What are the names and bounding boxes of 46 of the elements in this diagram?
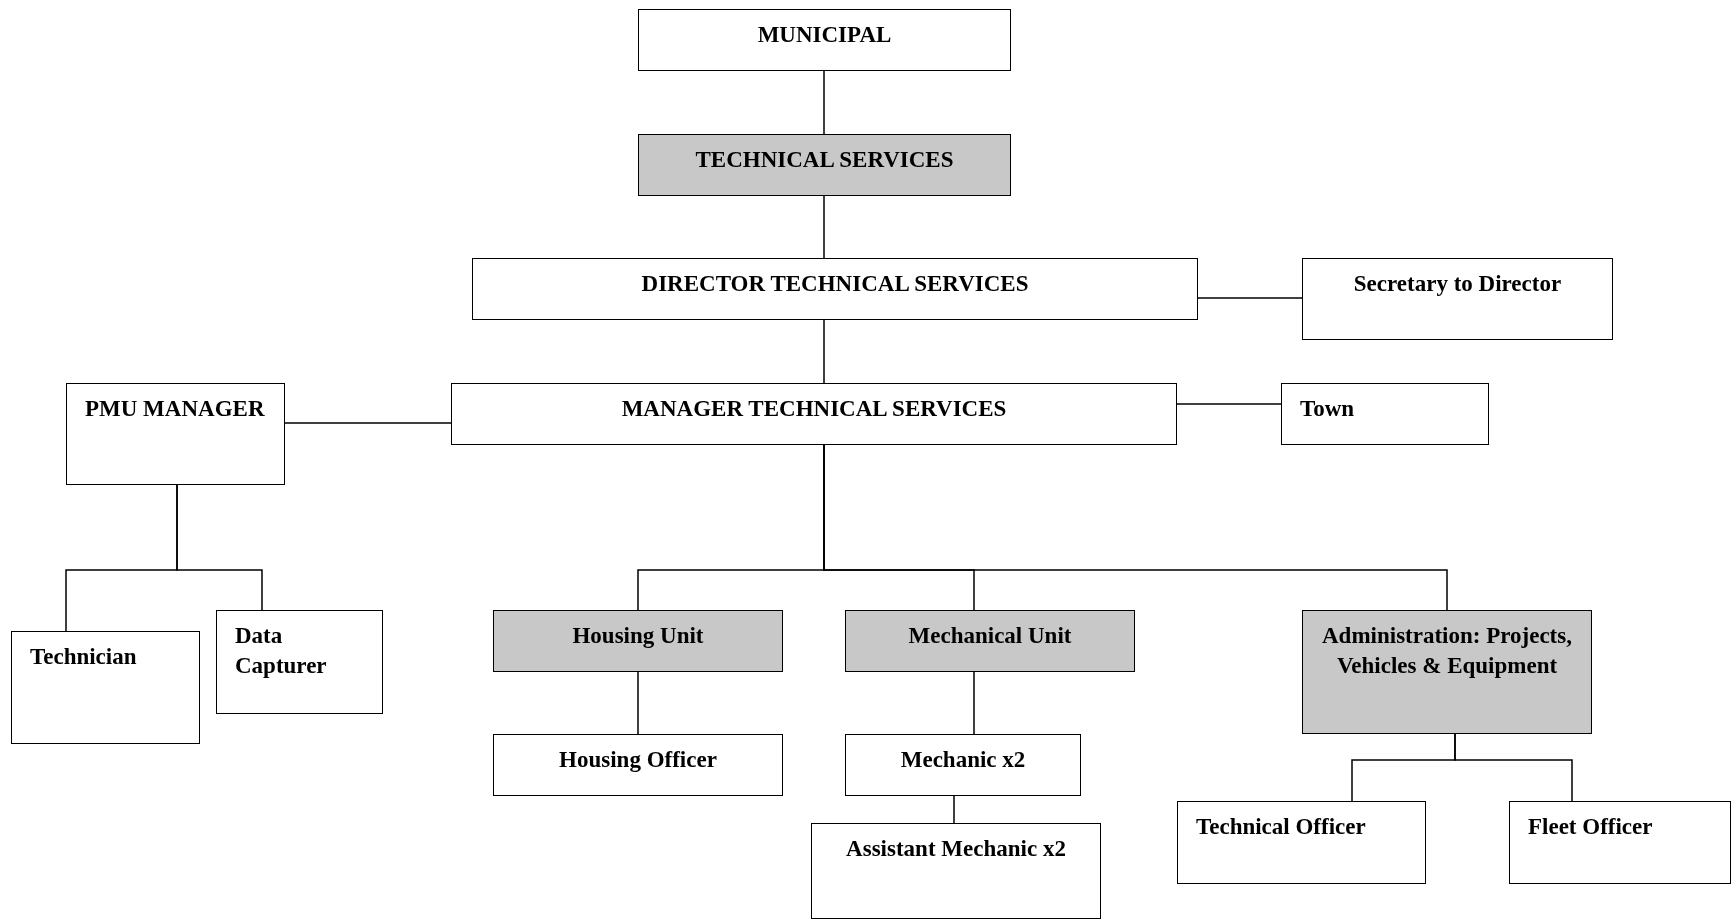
- position-box: [1177, 801, 1426, 884]
- unit-box: [1302, 610, 1592, 734]
- position-title: Secretary to Director: [1352, 270, 1563, 298]
- connector-line: [176, 484, 263, 611]
- position-box: [1281, 383, 1489, 445]
- position-box: [1509, 801, 1731, 884]
- position-title: Housing Unit: [571, 622, 705, 650]
- unit-box: [638, 134, 1011, 196]
- unit-box: [493, 610, 783, 672]
- position-title: Mechanical Unit: [907, 622, 1073, 650]
- position-title: MUNICIPAL: [756, 21, 893, 49]
- connector-line: [1176, 403, 1282, 405]
- position-box: [845, 734, 1081, 796]
- position-title: Data Capturer: [235, 622, 328, 680]
- position-title: Assistant Mechanic x2: [845, 835, 1067, 863]
- position-title: Technical Officer: [1196, 813, 1367, 841]
- position-title: Fleet Officer: [1528, 813, 1654, 841]
- connector-line: [1454, 733, 1573, 802]
- position-box: [638, 9, 1011, 71]
- position-title: Mechanic x2: [899, 746, 1027, 774]
- position-box: [811, 823, 1101, 919]
- position-box: [66, 383, 285, 485]
- connector-line: [823, 444, 1448, 611]
- connector-line: [823, 70, 825, 135]
- position-title: DIRECTOR TECHNICAL SERVICES: [640, 270, 1030, 298]
- position-title: MANAGER TECHNICAL SERVICES: [620, 395, 1008, 423]
- position-title: Administration: Projects, Vehicles & Equipment: [1321, 622, 1573, 680]
- connector-line: [284, 422, 452, 424]
- connector-line: [637, 671, 639, 735]
- position-title: Town: [1300, 395, 1356, 423]
- position-box: [1302, 258, 1613, 340]
- position-box: [11, 631, 200, 744]
- connector-line: [823, 195, 825, 259]
- position-box: [451, 383, 1177, 445]
- position-title: TECHNICAL SERVICES: [694, 146, 955, 174]
- position-box: [493, 734, 783, 796]
- connector-line: [953, 795, 955, 824]
- connector-line: [973, 671, 975, 735]
- connector-line: [1197, 297, 1303, 299]
- position-title: PMU MANAGER: [85, 395, 266, 423]
- unit-box: [845, 610, 1135, 672]
- position-box: [216, 610, 383, 714]
- position-title: Technician: [30, 643, 138, 671]
- position-title: Housing Officer: [558, 746, 718, 774]
- position-box: [472, 258, 1198, 320]
- connector-line: [823, 319, 825, 384]
